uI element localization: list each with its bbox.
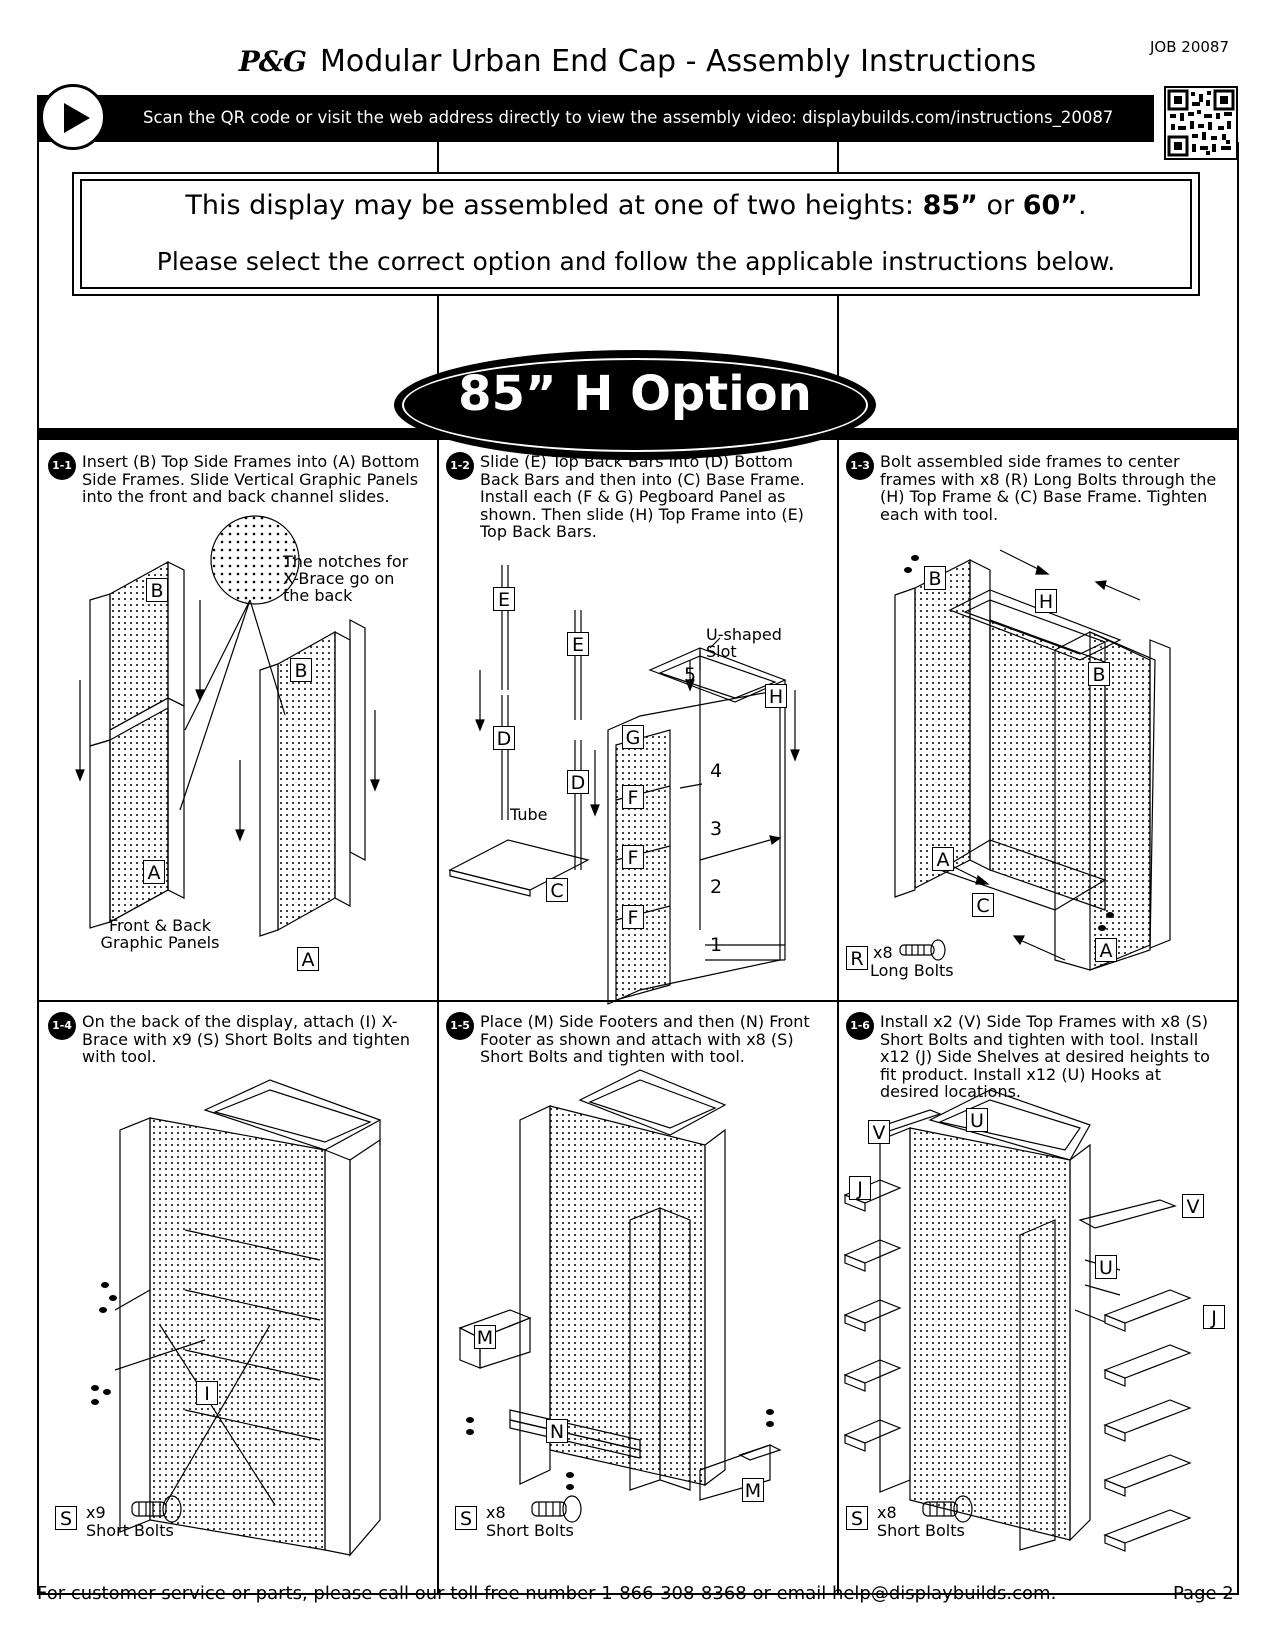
hardware-letter-r: R	[846, 946, 868, 970]
height-60: 60”	[1022, 190, 1079, 221]
part-label-b: B	[290, 658, 312, 682]
diagram-1-3	[840, 530, 1235, 1000]
height-notice-inner	[80, 179, 1192, 289]
notice-period: .	[1078, 190, 1087, 221]
part-label-v: V	[868, 1120, 890, 1144]
row-divider	[37, 1000, 1239, 1002]
part-label-d: D	[567, 770, 589, 794]
step-text-1-2: Slide (E) Top Back Bars into (D) Bottom …	[480, 452, 805, 541]
step-text-1-4: On the back of the display, attach (I) X…	[82, 1012, 410, 1066]
step-badge-1-4: 1-4	[48, 1012, 76, 1040]
notice-line-1: This display may be assembled at one of …	[80, 190, 1192, 221]
option-badge-ring	[402, 358, 868, 452]
part-label-f: F	[622, 845, 644, 869]
step-badge-1-6: 1-6	[846, 1012, 874, 1040]
qr-code-icon[interactable]	[1164, 86, 1238, 160]
notice-line-2: Please select the correct option and fol…	[156, 247, 1116, 276]
step-text-1-3: Bolt assembled side frames to center fra…	[880, 452, 1217, 524]
brand-logo: P&G	[238, 45, 307, 78]
hardware-name: Long Bolts	[870, 961, 954, 980]
panel-number: 5	[684, 664, 697, 686]
part-label-n: N	[546, 1419, 568, 1443]
instruction-frame	[37, 142, 1239, 1595]
part-label-u: U	[1095, 1255, 1117, 1279]
panel-number: 1	[710, 934, 723, 956]
panel-number: 3	[710, 818, 723, 840]
part-label-a: A	[1095, 938, 1117, 962]
notice-text: This display may be assembled at one of …	[185, 190, 923, 221]
diagram-1-6	[840, 1070, 1235, 1550]
hardware-letter-s: S	[55, 1506, 77, 1530]
callout-notches: The notches for X-Brace go on the back	[283, 552, 409, 605]
panel-number: 4	[710, 760, 723, 782]
step-badge-1-1: 1-1	[48, 452, 76, 480]
part-label-j: J	[1203, 1305, 1225, 1329]
callout-u-slot: U-shaped Slot	[706, 625, 782, 661]
part-label-a: A	[297, 947, 319, 971]
part-label-b: B	[924, 566, 946, 590]
diagram-1-5	[440, 1070, 835, 1550]
part-label-i: I	[196, 1381, 218, 1405]
hardware-qty: x8	[873, 943, 893, 962]
play-icon[interactable]	[40, 84, 106, 150]
caption-graphic-panels: Front & Back Graphic Panels	[100, 916, 220, 952]
hardware-letter-s: S	[455, 1506, 477, 1530]
short-bolt-icon	[921, 1494, 977, 1524]
part-label-h: H	[1035, 589, 1057, 613]
video-instructions-text: Scan the QR code or visit the web addres…	[143, 108, 1114, 127]
option-title: 85” H Option	[458, 366, 812, 422]
title-text: Modular Urban End Cap - Assembly Instruc…	[319, 44, 1037, 79]
step-text-1-6: Install x2 (V) Side Top Frames with x8 (…	[880, 1012, 1210, 1101]
step-text-1-1: Insert (B) Top Side Frames into (A) Bott…	[82, 452, 420, 506]
hardware-name: Short Bolts	[86, 1521, 174, 1540]
panel-number: 2	[710, 876, 723, 898]
short-bolt-icon	[130, 1494, 186, 1524]
part-label-g: G	[622, 725, 644, 749]
part-label-b: B	[1088, 662, 1110, 686]
step-badge-1-5: 1-5	[446, 1012, 474, 1040]
part-label-a: A	[143, 860, 165, 884]
part-label-f: F	[622, 905, 644, 929]
hardware-letter-s: S	[846, 1506, 868, 1530]
part-label-f: F	[622, 785, 644, 809]
hardware-name: Short Bolts	[877, 1521, 965, 1540]
height-85: 85”	[922, 190, 978, 221]
diagram-1-1	[50, 530, 430, 1000]
hardware-qty: x8	[486, 1503, 506, 1522]
video-bar	[37, 95, 1154, 142]
step-text-1-5: Place (M) Side Footers and then (N) Fron…	[480, 1012, 810, 1066]
height-notice-box	[72, 172, 1200, 296]
step-badge-1-2: 1-2	[446, 452, 474, 480]
part-label-m: M	[474, 1325, 496, 1349]
long-bolt-icon	[898, 939, 948, 963]
column-divider	[437, 440, 439, 1595]
part-label-v: V	[1182, 1194, 1204, 1218]
part-label-e: E	[493, 587, 515, 611]
part-label-d: D	[493, 726, 515, 750]
diagram-1-4	[91, 1070, 435, 1550]
part-label-m: M	[742, 1478, 764, 1502]
page-number: Page 2	[1173, 1583, 1234, 1604]
step-badge-1-3: 1-3	[846, 452, 874, 480]
part-label-e: E	[567, 632, 589, 656]
part-label-h: H	[765, 684, 787, 708]
part-label-u: U	[966, 1108, 988, 1132]
part-label-a: A	[932, 847, 954, 871]
short-bolt-icon	[530, 1494, 586, 1524]
part-label-j: J	[849, 1176, 871, 1200]
notice-or: or	[977, 190, 1023, 221]
part-label-b: B	[146, 578, 168, 602]
footer-contact: For customer service or parts, please ca…	[37, 1583, 1057, 1604]
column-divider	[837, 440, 839, 1595]
part-label-c: C	[972, 893, 994, 917]
hardware-qty: x8	[877, 1503, 897, 1522]
hardware-name: Short Bolts	[486, 1521, 574, 1540]
hardware-qty: x9	[86, 1503, 106, 1522]
part-label-c: C	[546, 878, 568, 902]
job-number: JOB 20087	[1150, 38, 1230, 56]
callout-tube: Tube	[510, 805, 548, 824]
page-title: P&G Modular Urban End Cap - Assembly Inst…	[0, 44, 1275, 79]
